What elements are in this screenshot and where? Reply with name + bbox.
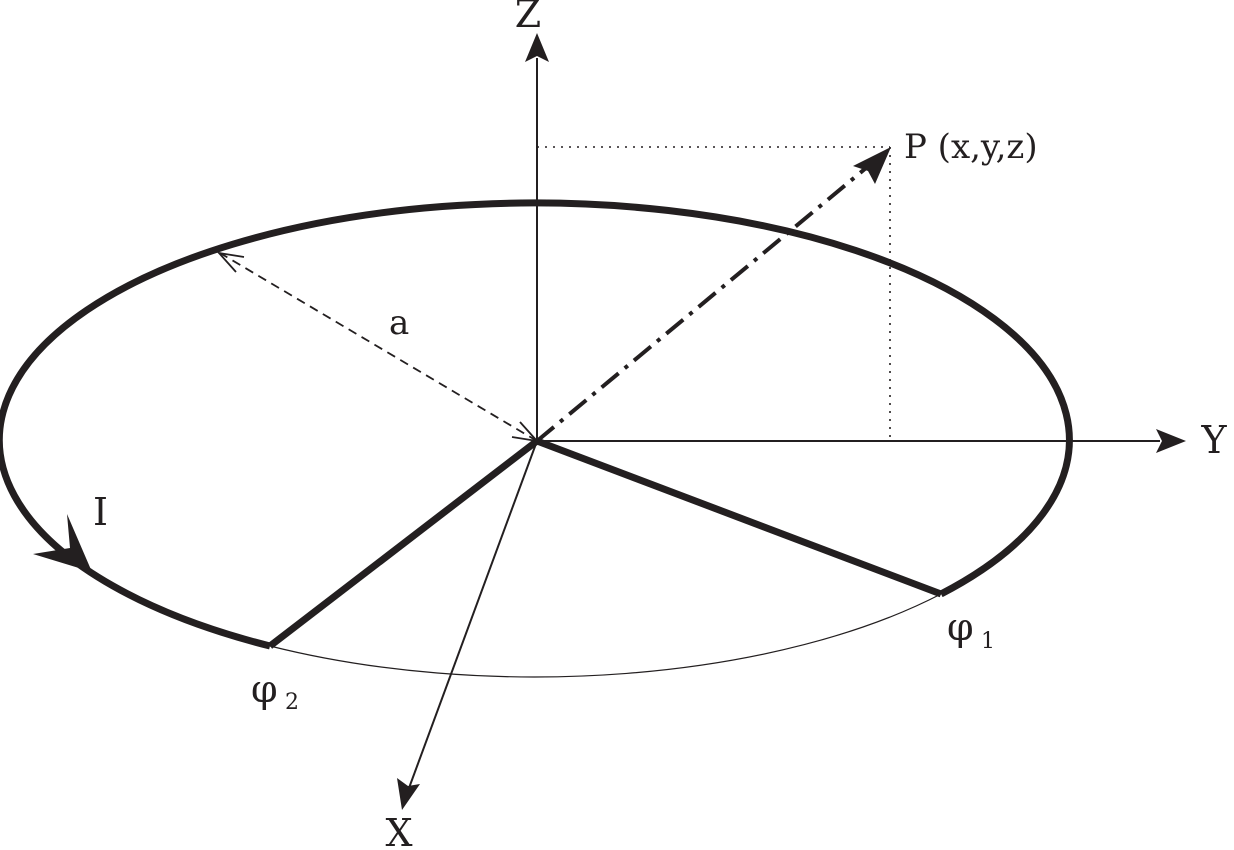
radius-arrowhead-outer: [216, 251, 245, 273]
z-axis-arrowhead: [525, 33, 549, 62]
point-p-label: P (x,y,z): [904, 127, 1038, 167]
phi2-subscript: 2: [285, 690, 299, 715]
radial-line-phi2: [267, 438, 540, 649]
phi2-symbol: φ: [251, 667, 278, 711]
x-axis-label: X: [385, 811, 412, 850]
phi1-label: φ 1: [947, 605, 995, 654]
position-vector: [535, 166, 868, 443]
y-axis-label: Y: [1200, 418, 1227, 462]
phi1-symbol: φ: [947, 605, 974, 649]
radius-dashed-line: [219, 252, 538, 442]
y-axis-arrowhead: [1156, 429, 1186, 453]
current-label: I: [93, 490, 108, 534]
x-axis: [408, 440, 538, 789]
radial-line-phi1: [535, 437, 943, 598]
loop-thick-arc: [0, 199, 1073, 650]
current-arrowhead: [33, 514, 92, 572]
phi2-label: φ 2: [251, 667, 299, 715]
x-axis-arrowhead: [397, 778, 420, 810]
radius-arrowhead-inner: [511, 421, 540, 443]
loop-thin-arc: [269, 593, 942, 678]
phi1-subscript: 1: [981, 629, 995, 654]
radius-label: a: [389, 303, 409, 343]
position-vector-arrowhead: [853, 147, 891, 184]
z-axis-label: Z: [515, 0, 541, 36]
